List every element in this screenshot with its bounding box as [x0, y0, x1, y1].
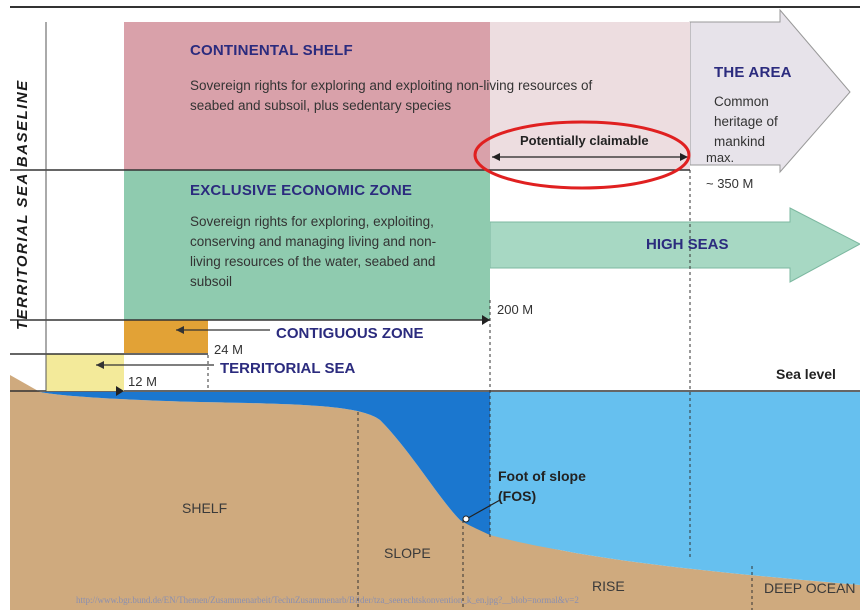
contiguous-pointer-head: [176, 326, 184, 334]
foot-of-slope-label: Foot of slope (FOS): [498, 468, 586, 504]
territorial-pointer-head: [96, 361, 104, 369]
claimable-ellipse: [473, 120, 691, 190]
slope-label: SLOPE: [384, 545, 431, 561]
shelf-label: SHELF: [182, 500, 228, 516]
claimable-arrowhead-right: [680, 153, 688, 161]
continental-shelf-box: [124, 22, 490, 170]
territorial-sea-baseline-label: TERRITORIAL SEA BASELINE: [14, 79, 31, 330]
eez-description: Sovereign rights for exploring, exploiti…: [190, 214, 437, 289]
eez-arrowhead: [482, 315, 490, 325]
rise-label: RISE: [592, 578, 625, 594]
contiguous-zone-label: CONTIGUOUS ZONE: [276, 325, 424, 342]
eez-title: EXCLUSIVE ECONOMIC ZONE: [190, 182, 413, 199]
source-url-watermark: http://www.bgr.bund.de/EN/Themen/Zusamme…: [76, 595, 579, 605]
max-distance-label: ~ 350 M: [706, 176, 754, 191]
territorial-sea-box: [46, 354, 124, 391]
continental-shelf-claimable-box: [490, 22, 690, 170]
the-area-description: Common heritage of mankind: [714, 94, 778, 149]
fos-pointer: [467, 499, 501, 519]
contiguous-zone-distance: 24 M: [214, 342, 243, 357]
max-label: max.: [706, 150, 735, 165]
territorial-arrowhead: [116, 386, 124, 396]
continental-shelf-description: Sovereign rights for exploring and explo…: [190, 78, 593, 113]
territorial-sea-distance: 12 M: [128, 374, 157, 389]
high-seas-arrow: [489, 207, 860, 283]
sea-water-coastal: [40, 392, 490, 535]
deep-ocean-label: DEEP OCEAN: [764, 580, 856, 596]
potentially-claimable-label: Potentially claimable: [520, 133, 649, 148]
high-seas-label: HIGH SEAS: [646, 236, 729, 253]
the-area-arrow: [689, 8, 851, 174]
sea-water-offshore: [490, 392, 860, 585]
claimable-arrowhead-left: [492, 153, 500, 161]
eez-box: [124, 170, 490, 320]
contiguous-zone-box: [124, 320, 208, 353]
fos-point: [462, 515, 470, 523]
sea-level-label: Sea level: [776, 366, 836, 382]
territorial-sea-label: TERRITORIAL SEA: [220, 360, 356, 377]
continental-shelf-title: CONTINENTAL SHELF: [190, 42, 353, 59]
the-area-title: THE AREA: [714, 64, 792, 81]
eez-distance-label: 200 M: [497, 302, 534, 317]
seabed-ground: [10, 375, 860, 610]
